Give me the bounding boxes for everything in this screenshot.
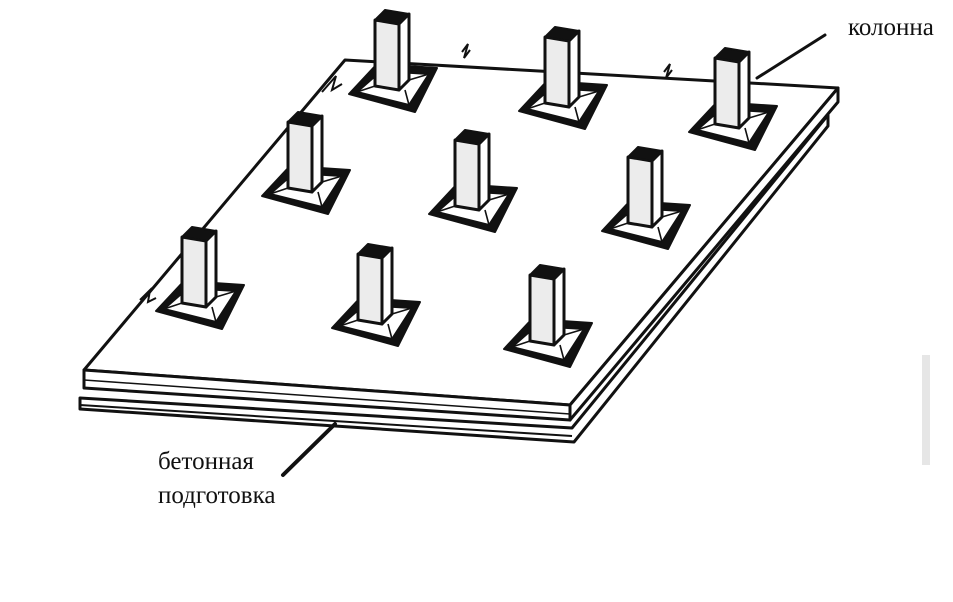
footing-slope-edge xyxy=(511,340,531,348)
column-front xyxy=(356,252,384,326)
column-footing-unit xyxy=(331,243,421,347)
column-top xyxy=(454,129,490,145)
column-footing-unit xyxy=(348,9,438,113)
columns-group xyxy=(155,9,778,368)
column-side xyxy=(552,267,566,347)
slab-right-edge xyxy=(568,86,840,422)
column-front xyxy=(626,155,654,229)
foundation-slab xyxy=(82,58,840,422)
column-front xyxy=(180,235,208,309)
column-front xyxy=(528,273,556,347)
column-footing-unit xyxy=(261,111,351,215)
column-top xyxy=(357,243,393,259)
column-label: колонна xyxy=(848,14,934,41)
column-top xyxy=(529,264,565,280)
column-front xyxy=(373,18,401,92)
concrete-prep-label-line1: бетонная xyxy=(158,448,254,475)
footing-slope-edge xyxy=(696,123,716,131)
footing-slope-edge xyxy=(317,191,323,208)
concrete-leader-line xyxy=(281,422,337,477)
column-footing-unit xyxy=(503,264,593,368)
footing-slope-edge xyxy=(211,306,217,323)
concrete-prep-label-line2: подготовка xyxy=(158,482,276,509)
column-front xyxy=(286,120,314,194)
column-footing-unit xyxy=(428,129,518,233)
footing-slope-edge xyxy=(163,302,183,310)
column-top xyxy=(544,26,580,42)
column-side xyxy=(477,132,491,212)
column-footing-unit xyxy=(518,26,608,130)
footing-slope-edge xyxy=(748,111,770,119)
column-top xyxy=(374,9,410,25)
footing-slope-edge xyxy=(661,210,683,218)
footing-slope-edge xyxy=(744,127,750,144)
column-top xyxy=(287,111,323,127)
footing-slope-edge xyxy=(609,222,629,230)
footing-slope-edge xyxy=(391,307,413,315)
column-side xyxy=(567,29,581,109)
column-side xyxy=(380,246,394,326)
footing-slope-edge xyxy=(356,85,376,93)
footing-slope-edge xyxy=(578,90,600,98)
column-top xyxy=(627,146,663,162)
column-side xyxy=(310,114,324,194)
column-footing-unit xyxy=(601,146,691,250)
column-footing-unit xyxy=(688,47,778,151)
footing-slope-edge xyxy=(404,89,410,106)
footing-slope-edge xyxy=(387,323,393,340)
footing-slope-edge xyxy=(339,319,359,327)
scan-artifact xyxy=(922,355,930,465)
footing-slope-edge xyxy=(563,328,585,336)
footing-slope-edge xyxy=(574,106,580,123)
footing-slope-edge xyxy=(215,290,237,298)
footing-slope-edge xyxy=(559,344,565,361)
column-top xyxy=(714,47,750,63)
column-front xyxy=(543,35,571,109)
footing-slope-edge xyxy=(484,209,490,226)
column-side xyxy=(737,50,751,130)
footing-slope-edge xyxy=(436,205,456,213)
footing-slope-edge xyxy=(488,193,510,201)
column-side xyxy=(650,149,664,229)
footing-slope-edge xyxy=(408,73,430,81)
column-side xyxy=(204,229,218,309)
column-footing-unit xyxy=(155,226,245,330)
column-front xyxy=(453,138,481,212)
footing-slope-edge xyxy=(321,175,343,183)
column-front xyxy=(713,56,741,130)
footing-slope-edge xyxy=(269,187,289,195)
column-side xyxy=(397,12,411,92)
concrete-base-layer xyxy=(78,113,830,444)
footing-slope-edge xyxy=(657,226,663,243)
column-top xyxy=(181,226,217,242)
footing-slope-edge xyxy=(526,102,546,110)
column-leader-line xyxy=(755,33,827,80)
break-marks xyxy=(139,43,673,304)
